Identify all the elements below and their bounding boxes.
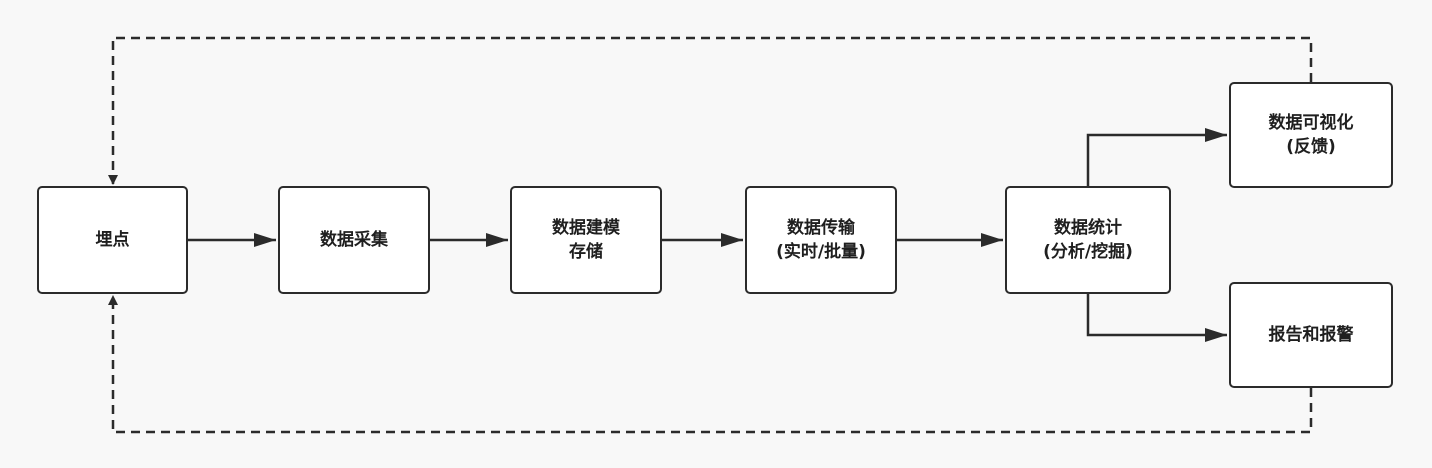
- node-data-visualization-sublabel: (反馈): [1286, 137, 1336, 157]
- node-data-modeling-label: 数据建模: [552, 218, 620, 238]
- arrow-tongji-to-baogao: [1086, 294, 1227, 342]
- node-data-transfer-label: 数据传输: [787, 218, 855, 238]
- node-data-storage-label: 存储: [569, 242, 603, 262]
- node-report-alert-label: 报告和报警: [1268, 325, 1354, 345]
- node-data-transfer-sublabel: (实时/批量): [776, 242, 866, 262]
- node-data-transfer: 数据传输 (实时/批量): [745, 186, 897, 294]
- node-data-statistics-label: 数据统计: [1054, 218, 1122, 238]
- node-data-statistics-sublabel: (分析/挖掘): [1043, 242, 1133, 262]
- node-report-alert: 报告和报警: [1229, 282, 1393, 388]
- node-data-visualization: 数据可视化 (反馈): [1229, 82, 1393, 188]
- node-data-modeling-storage: 数据建模 存储: [510, 186, 662, 294]
- node-maidian: 埋点: [37, 186, 188, 294]
- arrow-tongji-to-keshihua: [1086, 128, 1227, 186]
- node-data-collection: 数据采集: [278, 186, 430, 294]
- feedback-keshihua-to-maidian: [108, 36, 1313, 185]
- node-data-statistics: 数据统计 (分析/挖掘): [1005, 186, 1171, 294]
- node-maidian-label: 埋点: [95, 230, 130, 250]
- node-data-visualization-label: 数据可视化: [1268, 113, 1354, 133]
- feedback-baogao-to-maidian: [108, 295, 1313, 434]
- node-data-collection-label: 数据采集: [320, 230, 388, 250]
